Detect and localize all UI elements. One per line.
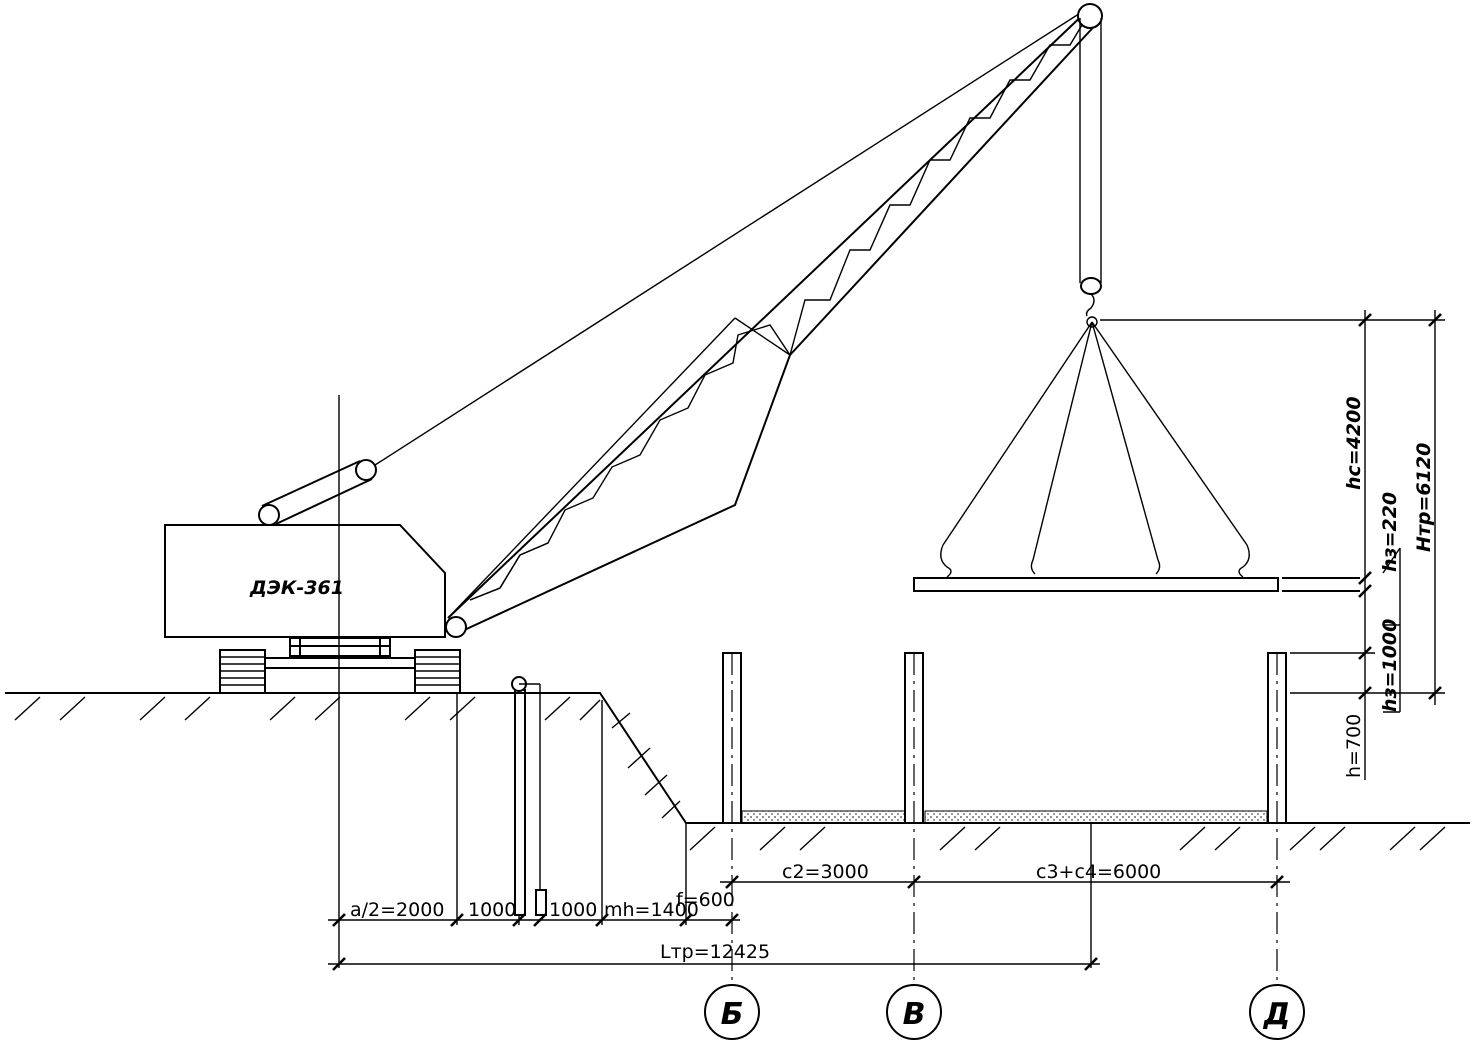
axis-bubble-d	[1249, 984, 1305, 1040]
crane-cabin	[164, 524, 446, 638]
dim-gap1: 1000	[468, 899, 516, 921]
vertical-dimensions: hc=4200 hз=220 hз=1000 h=700 Hтр=6120	[1100, 310, 1445, 780]
axis-label-v: В	[903, 997, 926, 1032]
axis-bubble-v	[886, 984, 942, 1040]
axis-bubble-b	[704, 984, 760, 1040]
dim-c3c4: c3+c4=6000	[1036, 861, 1161, 883]
axis-label-b: Б	[721, 997, 744, 1032]
ground	[5, 692, 1470, 851]
axis-markers: Б В Д	[704, 984, 1305, 1040]
dim-hz-small: hз=220	[1379, 492, 1401, 572]
dim-half-a: a/2=2000	[350, 899, 444, 921]
dim-offset: f=600	[676, 889, 735, 911]
mast-pole	[511, 676, 547, 916]
crawler-tracks	[219, 637, 461, 694]
columns	[722, 652, 1287, 985]
dim-c2: c2=3000	[782, 861, 869, 883]
dim-slope: mh=1400	[604, 899, 699, 921]
dim-gap2: 1000	[549, 899, 597, 921]
dim-hz-big: hз=1000	[1379, 619, 1401, 712]
horizontal-dimensions: a/2=2000 1000 1000 mh=1400 f=600 c2=3000…	[328, 693, 1290, 971]
dim-h-column: h=700	[1343, 714, 1365, 778]
axis-label-d: Д	[1263, 997, 1291, 1032]
crane: ДЭК-361	[164, 3, 1360, 694]
crane-model-label: ДЭК-361	[249, 577, 344, 599]
lifted-slab	[913, 577, 1279, 592]
dim-hc: hc=4200	[1343, 396, 1365, 490]
dim-H-total: Hтр=6120	[1413, 443, 1435, 552]
dim-boom-reach: Lтр=12425	[660, 941, 770, 963]
